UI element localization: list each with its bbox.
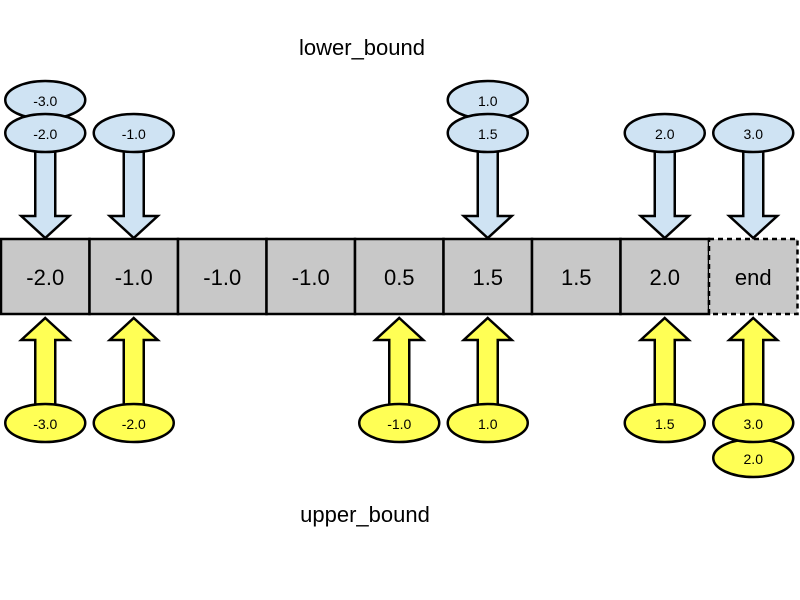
cell-value: -1.0 [203,265,241,290]
lower-bound-query: -3.0 [4,79,87,121]
query-ellipse [92,402,175,444]
upper-bound-query: 2.0 [712,437,795,479]
query-ellipse [623,112,706,154]
query-value: 1.0 [478,93,498,109]
upper-bound-query: 3.0 [712,402,795,444]
array-cell: 2.0 [619,237,711,316]
down-arrow-icon [106,148,161,240]
query-value: -2.0 [33,126,57,142]
lower-bound-query: -1.0 [92,112,175,154]
query-value: -3.0 [33,416,57,432]
array-cell: -1.0 [265,237,357,316]
upper-bound-query: 1.5 [623,402,706,444]
upper-bound-marker: 1.0 [446,316,529,444]
query-ellipse [712,402,795,444]
cell-box [619,237,711,316]
upper-bound-markers: -3.0 -2.0 -1.0 1.0 1.5 2.0 3.0 [4,316,795,479]
lower-bound-query: 1.5 [446,112,529,154]
query-value: 2.0 [655,126,675,142]
cell-value: end [735,265,772,290]
cell-box [176,237,268,316]
down-arrow-icon [726,148,781,240]
array-cells: -2.0 -1.0 -1.0 -1.0 0.5 1.5 1.5 2.0 end [0,237,799,316]
query-ellipse [4,112,87,154]
lower-bound-marker: -1.0 [92,112,175,240]
query-value: 1.5 [655,416,675,432]
cell-value: -1.0 [115,265,153,290]
cell-value: 1.5 [472,265,503,290]
cell-box [353,237,445,316]
lower-bound-query: 2.0 [623,112,706,154]
upper-bound-marker: -2.0 [92,316,175,444]
query-ellipse [4,402,87,444]
up-arrow-icon [460,316,515,407]
lower-bound-title: lower_bound [299,35,425,60]
cell-box [88,237,180,316]
query-value: -2.0 [122,416,146,432]
upper-bound-marker: 1.5 [623,316,706,444]
lower-bound-marker: 1.0 1.5 [446,79,529,240]
upper-bound-marker: -3.0 [4,316,87,444]
query-value: 1.0 [478,416,498,432]
cell-box [707,237,799,316]
cell-box [442,237,534,316]
query-value: 2.0 [744,451,764,467]
query-ellipse [712,112,795,154]
array-end-cell: end [707,237,799,316]
query-ellipse [446,112,529,154]
upper-bound-query: -2.0 [92,402,175,444]
upper-bound-marker: -1.0 [358,316,441,444]
upper-bound-query: 1.0 [446,402,529,444]
query-ellipse [358,402,441,444]
down-arrow-icon [460,148,515,240]
cell-value: 1.5 [561,265,592,290]
query-value: -1.0 [122,126,146,142]
query-value: -3.0 [33,93,57,109]
down-arrow-icon [18,148,73,240]
up-arrow-icon [372,316,427,407]
cell-box [530,237,622,316]
cell-value: -2.0 [26,265,64,290]
array-cell: 0.5 [353,237,445,316]
array-cell: -1.0 [88,237,180,316]
up-arrow-icon [106,316,161,407]
array-cell: 1.5 [442,237,534,316]
array-cell: -1.0 [176,237,268,316]
up-arrow-icon [18,316,73,407]
down-arrow-icon [637,148,692,240]
query-ellipse [92,112,175,154]
upper-bound-title: upper_bound [300,502,430,527]
up-arrow-icon [726,316,781,407]
array-cell: -2.0 [0,237,91,316]
upper-bound-marker: 2.0 3.0 [712,316,795,479]
upper-bound-query: -1.0 [358,402,441,444]
cell-value: 2.0 [649,265,680,290]
query-ellipse [446,402,529,444]
upper-bound-query: -3.0 [4,402,87,444]
query-value: 1.5 [478,126,498,142]
array-cell: 1.5 [530,237,622,316]
lower-bound-query: 3.0 [712,112,795,154]
query-value: 3.0 [744,126,764,142]
cell-box [0,237,91,316]
lower-bound-query: -2.0 [4,112,87,154]
up-arrow-icon [637,316,692,407]
cell-value: 0.5 [384,265,415,290]
lower-bound-markers: -3.0 -2.0 -1.0 1.0 1.5 2.0 3.0 [4,79,795,240]
cell-value: -1.0 [292,265,330,290]
lower-bound-marker: -3.0 -2.0 [4,79,87,240]
lower-bound-marker: 3.0 [712,112,795,240]
lower-bound-marker: 2.0 [623,112,706,240]
query-ellipse [623,402,706,444]
query-value: 3.0 [744,416,764,432]
query-value: -1.0 [387,416,411,432]
